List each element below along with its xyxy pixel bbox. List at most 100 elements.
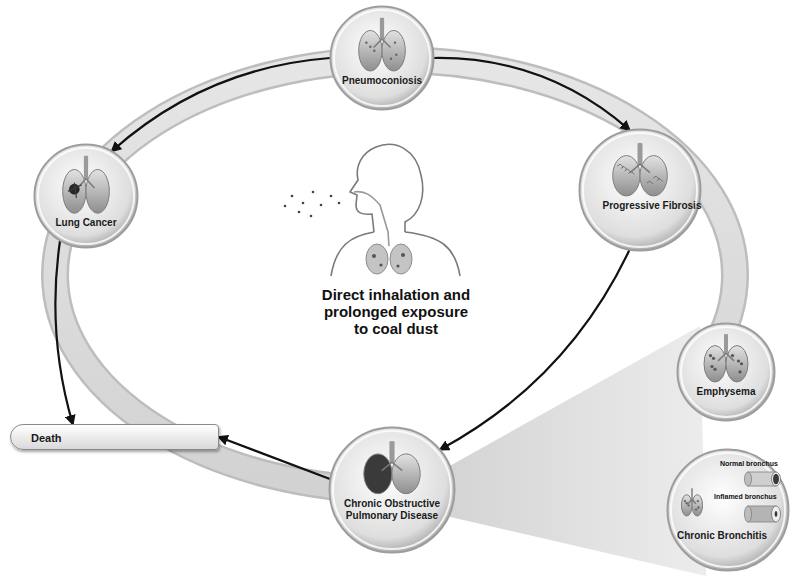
- circle-outline: [580, 130, 701, 251]
- emphysema-hole: [710, 365, 713, 368]
- bronchus-end: [745, 506, 752, 522]
- bronchi: [374, 39, 391, 48]
- circle-rim: [334, 10, 430, 106]
- disease-circle: Pneumoconiosis: [329, 5, 435, 111]
- node-circle: [676, 322, 776, 422]
- coal-dust: [284, 191, 341, 218]
- dust-dot: [284, 205, 287, 208]
- emphysema-hole: [713, 368, 716, 371]
- circle-rim: [671, 453, 785, 567]
- fibrosis-mark: [625, 169, 631, 172]
- bronchus-end: [745, 472, 752, 486]
- emphysema-hole: [712, 357, 715, 360]
- node-circle: [33, 143, 139, 249]
- fibrosis-mark: [628, 171, 634, 174]
- lung-lobe: [681, 495, 692, 516]
- node-label: Chronic Bronchitis: [669, 530, 776, 542]
- node-label: Death: [11, 425, 218, 451]
- circle-outline: [668, 450, 789, 571]
- dust-dot: [312, 191, 315, 194]
- dust-deposit: [697, 500, 699, 502]
- lung-lobe: [390, 244, 412, 274]
- trachea: [638, 143, 643, 165]
- node-label: Emphysema: [683, 386, 769, 398]
- bronchus-opening: [772, 506, 781, 522]
- emphysema-hole: [740, 362, 743, 365]
- node-label: Lung Cancer: [40, 217, 131, 229]
- dust-deposit: [687, 504, 689, 506]
- dust-deposit: [684, 500, 686, 502]
- dust-deposit: [697, 506, 699, 508]
- dust-dot: [298, 211, 301, 214]
- lung-lobe: [63, 170, 86, 214]
- fibrosis-mark: [653, 176, 659, 179]
- flow-arrow: [440, 250, 629, 449]
- lung-lobe: [692, 495, 703, 516]
- fibrosis-mark: [621, 167, 627, 170]
- node-circle: [328, 426, 456, 554]
- trachea: [691, 488, 693, 500]
- terminal-box: Death: [10, 424, 219, 450]
- bronchi: [718, 353, 734, 361]
- circle-rim: [681, 327, 771, 417]
- bronchi: [78, 179, 95, 188]
- dust-dot: [302, 202, 305, 205]
- circle-rim: [333, 431, 451, 549]
- dust-dot: [320, 204, 323, 207]
- dust-dot: [330, 195, 333, 198]
- trachea: [389, 441, 394, 463]
- trachea: [380, 18, 384, 40]
- bronchi: [382, 462, 402, 470]
- circle-outline: [330, 428, 455, 553]
- dust-deposit: [395, 54, 397, 56]
- node-label: Chronic Obstructive Pulmonary Disease: [337, 498, 447, 522]
- circle-outline: [678, 324, 775, 421]
- emphysema-hole: [731, 354, 734, 357]
- flow-arrow: [112, 58, 330, 151]
- emphysema-hole: [738, 370, 741, 373]
- callout-wedge: [446, 326, 706, 576]
- emphysema-hole: [709, 354, 712, 357]
- dust-deposit: [401, 253, 405, 257]
- node-circle: [578, 128, 702, 252]
- dust-deposit: [396, 264, 399, 267]
- head-outline: [350, 144, 423, 232]
- dust-dot: [338, 202, 341, 205]
- circle-outline: [35, 145, 138, 248]
- disease-circle: Chronic Obstructive Pulmonary Disease: [328, 426, 456, 554]
- lung-lobe: [382, 30, 405, 70]
- dust-deposit: [390, 58, 392, 60]
- fibrosis-mark: [617, 164, 623, 167]
- bronchi: [630, 164, 650, 172]
- flow-arrow: [434, 58, 629, 130]
- trachea: [84, 156, 88, 180]
- dust-deposit: [365, 41, 367, 43]
- lung-lobe: [392, 454, 420, 494]
- dust-deposit: [379, 263, 382, 266]
- tumor-spread: [68, 183, 82, 198]
- dust-deposit: [686, 502, 688, 504]
- lung-lobe: [364, 454, 392, 494]
- lung-lobe: [704, 346, 726, 382]
- trachea: [724, 334, 728, 354]
- disease-circle: Emphysema: [676, 322, 776, 422]
- flow-arrow: [55, 241, 72, 424]
- emphysema-hole: [737, 359, 740, 362]
- person-silhouette: [331, 144, 460, 276]
- lung-lobe: [726, 346, 748, 382]
- bronchus-lumen: [775, 511, 778, 517]
- bronchus-lumen: [773, 474, 779, 485]
- flow-arrow: [219, 437, 330, 479]
- lung-lobe: [359, 30, 382, 70]
- circle-outline: [331, 7, 434, 110]
- lung-lobe: [366, 244, 388, 274]
- lung-lobe: [640, 156, 667, 196]
- node-circle: [329, 5, 435, 111]
- chest-lungs: [366, 244, 412, 274]
- node-label: Pneumoconiosis: [336, 75, 427, 87]
- airway: [354, 192, 389, 246]
- shoulder-line: [405, 232, 460, 276]
- fibrosis-mark: [647, 181, 653, 184]
- part-label: Inflamed bronchus: [714, 492, 777, 501]
